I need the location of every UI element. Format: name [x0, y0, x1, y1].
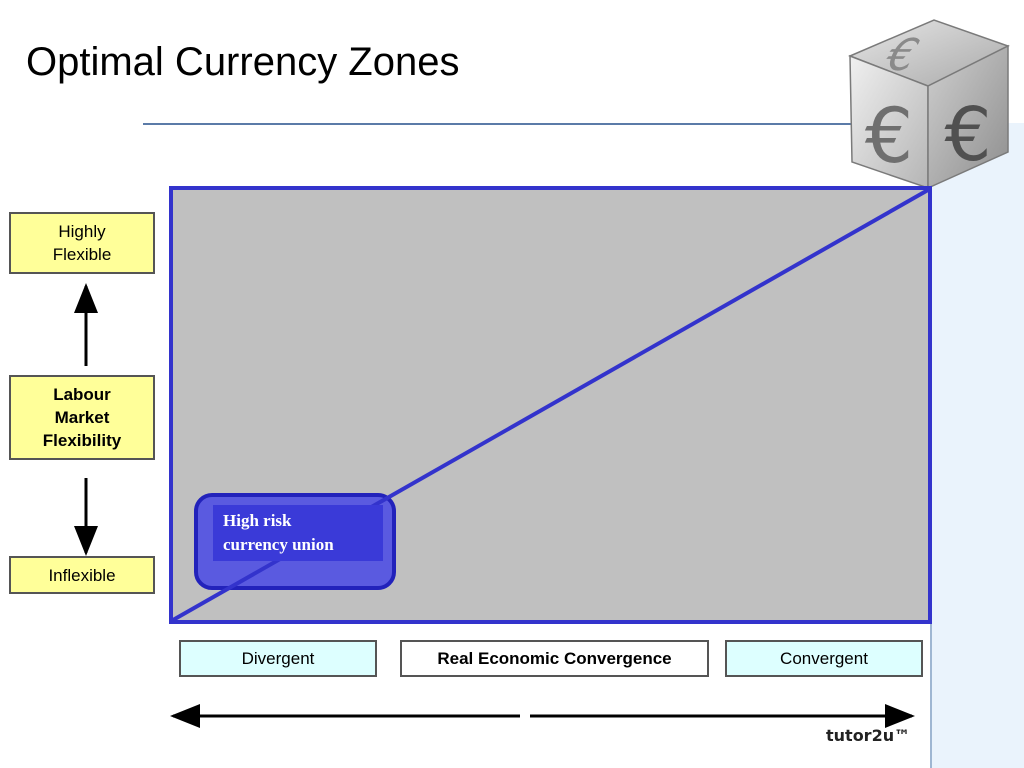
labour-line2: Market — [54, 408, 110, 427]
highly-flexible-line2: Flexible — [52, 245, 112, 264]
title-divider — [143, 123, 1024, 125]
divergent-label: Divergent — [179, 640, 377, 677]
right-side-panel — [930, 123, 1024, 768]
real-economic-convergence-label: Real Economic Convergence — [400, 640, 709, 677]
labour-line3: Flexibility — [42, 431, 122, 450]
high-risk-label-line2: currency union — [223, 535, 334, 554]
svg-text:€: € — [865, 91, 913, 180]
highly-flexible-label: Highly Flexible — [9, 212, 155, 274]
labour-market-flexibility-label: Labour Market Flexibility — [9, 375, 155, 460]
euro-cube-icon: € € € — [848, 19, 1010, 190]
svg-text:€: € — [944, 92, 991, 178]
labour-line1: Labour — [53, 385, 111, 404]
high-risk-label: High risk currency union — [213, 505, 383, 561]
high-risk-label-line1: High risk — [223, 511, 292, 530]
highly-flexible-line1: Highly — [58, 222, 106, 241]
page-title: Optimal Currency Zones — [26, 40, 460, 84]
tutor2u-watermark: tutor2u™ — [826, 726, 911, 745]
inflexible-label: Inflexible — [9, 556, 155, 594]
convergent-label: Convergent — [725, 640, 923, 677]
